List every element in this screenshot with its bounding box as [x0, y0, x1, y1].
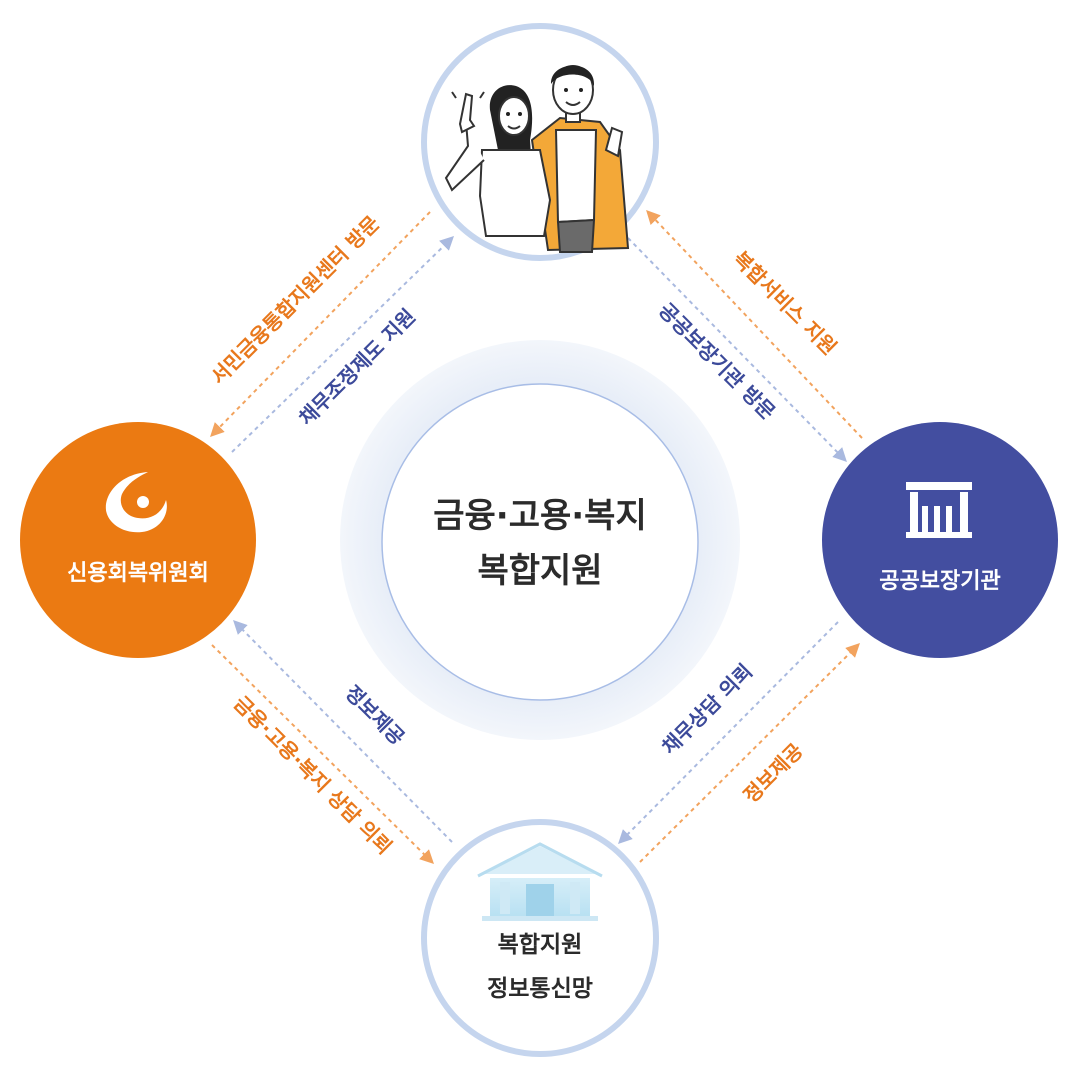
node-info-network: 복합지원 정보통신망	[421, 819, 659, 1057]
credit-recovery-logo-icon	[105, 472, 167, 533]
info-network-label-line2: 정보통신망	[487, 976, 593, 1002]
connector-top-left-orange	[210, 211, 431, 438]
credit-recovery-label: 신용회복위원회	[67, 561, 209, 586]
center-circle	[381, 383, 699, 701]
public-security-label: 공공보장기관	[879, 569, 1000, 594]
connector-top-right-navy	[627, 237, 847, 463]
node-credit-recovery: 신용회복위원회	[20, 422, 256, 658]
center-hub: 금융·고용·복지 복합지원	[340, 340, 740, 740]
woman-figure	[444, 85, 552, 237]
edge-label-complex-service: 복합서비스 지원	[728, 247, 841, 360]
connector-bottom-left-navy	[233, 620, 453, 843]
info-network-circle	[421, 819, 659, 1057]
node-public-security: 공공보장기관	[822, 422, 1058, 658]
credit-recovery-circle	[20, 422, 256, 658]
connector-bottom-left-orange	[211, 644, 434, 864]
public-security-circle	[822, 422, 1058, 658]
connector-bottom-right-orange	[639, 643, 860, 863]
building-icon	[477, 842, 603, 921]
center-title-line1: 금융·고용·복지	[433, 496, 647, 536]
connector-top-left-navy	[231, 236, 455, 453]
center-title-line2: 복합지원	[477, 551, 602, 591]
edge-label-info-provide-right: 정보제공	[739, 739, 808, 808]
node-people	[421, 23, 659, 261]
info-network-label-line1: 복합지원	[498, 932, 583, 958]
connector-top-right-orange	[646, 209, 863, 439]
connectors	[210, 209, 863, 864]
connector-bottom-right-navy	[618, 621, 839, 844]
man-figure	[530, 65, 630, 253]
building-columns-icon	[906, 482, 972, 538]
people-illustration	[444, 65, 630, 253]
